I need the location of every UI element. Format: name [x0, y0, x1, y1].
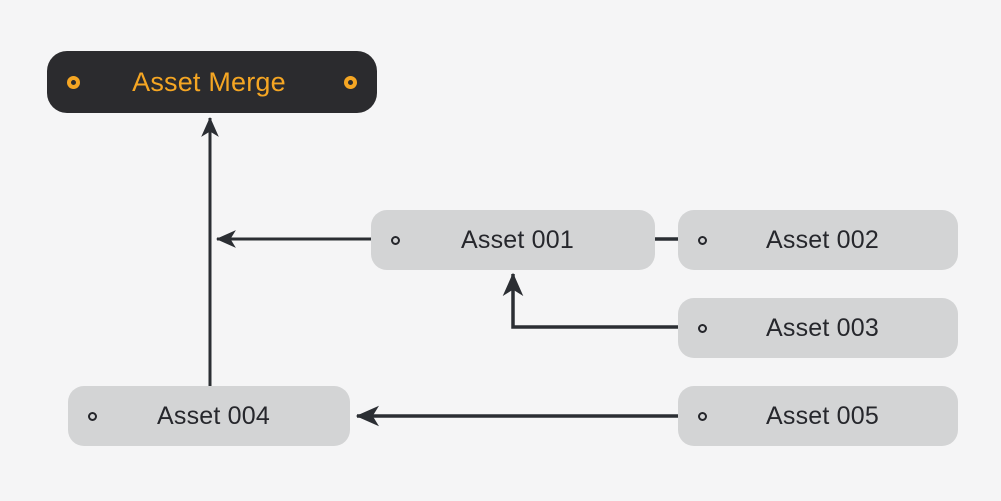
- node-label: Asset 002: [766, 225, 879, 254]
- ring-icon: [67, 75, 80, 89]
- ring-icon: [698, 323, 707, 333]
- ring-icon: [88, 411, 97, 421]
- node-label: Asset 003: [766, 313, 879, 342]
- ring-icon: [698, 235, 707, 245]
- node-asset-merge[interactable]: Asset Merge: [47, 51, 377, 113]
- node-label: Asset Merge: [132, 66, 286, 97]
- node-label: Asset 001: [461, 225, 574, 254]
- node-asset-001[interactable]: Asset 001: [371, 210, 655, 270]
- ring-icon: [391, 235, 400, 245]
- edge-asset003-to-asset001: [502, 272, 679, 329]
- ring-icon: [698, 411, 707, 421]
- node-label: Asset 004: [157, 401, 270, 430]
- ring-icon: [344, 75, 357, 89]
- node-asset-005[interactable]: Asset 005: [678, 386, 958, 446]
- node-label: Asset 005: [766, 401, 879, 430]
- node-asset-004[interactable]: Asset 004: [68, 386, 350, 446]
- node-asset-003[interactable]: Asset 003: [678, 298, 958, 358]
- node-asset-002[interactable]: Asset 002: [678, 210, 958, 270]
